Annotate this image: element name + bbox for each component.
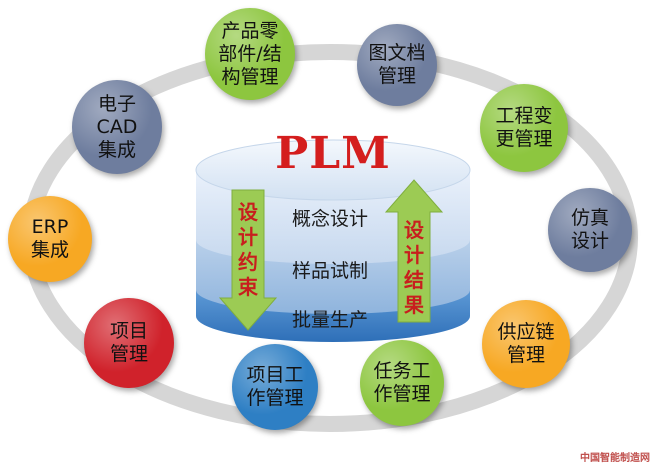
node-document: 图文档 管理: [357, 24, 437, 106]
node-project-work: 项目工 作管理: [232, 344, 318, 430]
node-label: 图文档 管理: [368, 42, 426, 87]
design-constraint-arrow: [218, 189, 278, 331]
node-label: 任务工 作管理: [373, 360, 431, 405]
node-label: 仿真 设计: [570, 207, 609, 252]
plm-title: PLM: [275, 128, 391, 179]
layer-concept-design: 概念设计: [292, 208, 369, 230]
node-label: 供应链 管理: [497, 321, 555, 366]
node-simulation: 仿真 设计: [548, 188, 632, 272]
node-ecad: 电子 CAD 集成: [72, 80, 162, 174]
node-supply-chain: 供应链 管理: [482, 300, 570, 388]
node-label: ERP 集成: [30, 216, 69, 261]
design-result-label: 设 计 结 果: [404, 218, 424, 317]
node-label: 工程变 更管理: [495, 105, 553, 150]
node-task-work: 任务工 作管理: [360, 340, 444, 426]
design-constraint-label: 设 计 约 束: [238, 200, 258, 299]
node-engineering-change: 工程变 更管理: [480, 84, 568, 172]
design-result-arrow: [384, 179, 444, 323]
node-parts-structure: 产品零 部件/结 构管理: [205, 8, 295, 100]
node-project-management: 项目 管理: [84, 298, 174, 388]
node-label: 电子 CAD 集成: [96, 92, 138, 161]
node-label: 项目工 作管理: [246, 364, 304, 409]
node-label: 产品零 部件/结 构管理: [218, 19, 282, 88]
node-label: 项目 管理: [109, 320, 148, 365]
layer-mass-production: 批量生产: [292, 309, 369, 331]
watermark: 中国智能制造网: [580, 453, 650, 464]
cylinder-top-cap: [195, 139, 471, 201]
node-erp: ERP 集成: [8, 196, 92, 282]
layer-prototype: 样品试制: [292, 260, 369, 282]
